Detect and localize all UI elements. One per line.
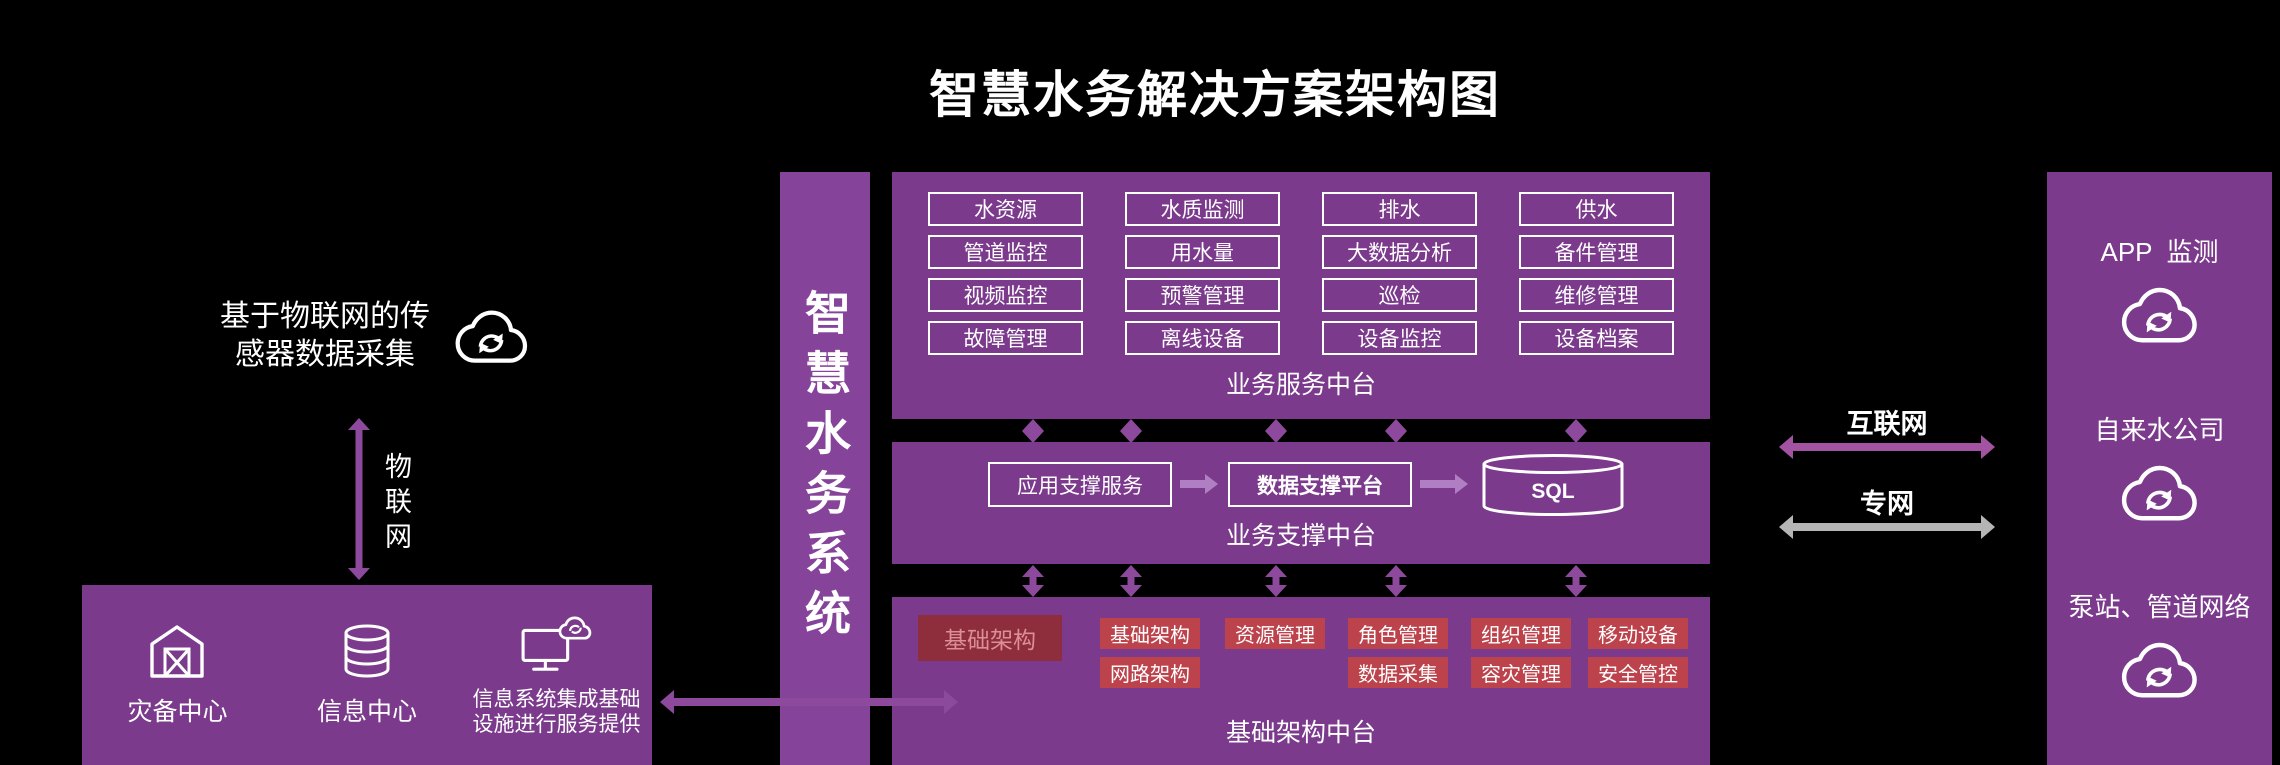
infra-box: 安全管控	[1588, 657, 1688, 688]
iot-network-arrow	[348, 418, 370, 580]
app-monitoring-label: APP 监测	[2100, 236, 2219, 267]
private-network-arrow	[1779, 515, 1995, 539]
business-service-grid: 水资源 水质监测 排水 供水 管道监控 用水量 大数据分析 备件管理 视频监控 …	[928, 192, 1674, 355]
smart-water-system-label: 智慧水务系统	[799, 288, 851, 649]
link-arrow	[1022, 419, 1044, 443]
service-box: 用水量	[1125, 235, 1280, 269]
water-company-label: 自来水公司	[2094, 414, 2225, 445]
infra-box: 容灾管理	[1471, 657, 1571, 688]
cloud-sync-icon	[2114, 638, 2204, 705]
infra-box: 数据采集	[1348, 657, 1448, 688]
iot-sensor-caption-line1: 基于物联网的传	[220, 300, 430, 333]
flow-arrow-right-icon	[1180, 474, 1218, 494]
smart-water-system-bar: 智慧水务系统	[780, 172, 870, 765]
integration-label-line2: 设施进行服务提供	[472, 713, 641, 736]
service-box: 大数据分析	[1322, 235, 1477, 269]
database-icon	[335, 622, 399, 680]
business-service-title: 业务服务中台	[1225, 371, 1376, 399]
service-box: 管道监控	[928, 235, 1083, 269]
iot-sensor-caption-line2: 感器数据采集	[235, 337, 415, 371]
iot-sensor-caption: 基于物联网的传 感器数据采集	[200, 298, 450, 373]
endpoints-panel: APP 监测 自来水公司 泵站、管道网络	[2047, 172, 2272, 765]
business-support-block: 应用支撑服务 数据支撑平台 SQL 业务支撑中台	[892, 442, 1710, 564]
service-box: 排水	[1322, 192, 1477, 226]
service-box: 巡检	[1322, 278, 1477, 312]
integration-services: 信息系统集成基础 设施进行服务提供	[462, 613, 650, 737]
infra-box: 组织管理	[1471, 618, 1571, 649]
integration-label-line1: 信息系统集成基础	[472, 687, 641, 711]
disaster-recovery-label: 灾备中心	[127, 698, 228, 726]
service-box: 水资源	[928, 192, 1083, 226]
service-box: 设备监控	[1322, 321, 1477, 355]
service-box: 离线设备	[1125, 321, 1280, 355]
information-center: 信息中心	[273, 622, 461, 728]
service-box: 供水	[1519, 192, 1674, 226]
information-center-label: 信息中心	[316, 698, 417, 726]
cloud-sync-icon	[2114, 283, 2204, 350]
flow-arrow-right-icon	[1420, 474, 1468, 494]
link-arrow	[1385, 419, 1407, 443]
infrastructure-title: 基础架构中台	[1225, 719, 1376, 747]
service-box: 预警管理	[1125, 278, 1280, 312]
sql-label: SQL	[1531, 480, 1575, 503]
link-arrow	[1565, 419, 1587, 443]
data-platform-box: 数据支撑平台	[1228, 462, 1412, 507]
infrastructure-block: 基础架构 基础架构 资源管理 角色管理 组织管理 移动设备 网路架构 数据采集 …	[892, 597, 1710, 765]
pump-station-network-label: 泵站、管道网络	[2068, 592, 2251, 623]
infra-box: 基础架构	[1100, 618, 1200, 649]
cloud-sync-icon	[2114, 461, 2204, 528]
sql-database: SQL	[1478, 453, 1628, 517]
private-network-label: 专网	[1860, 489, 1914, 519]
disaster-recovery-center: 灾备中心	[83, 622, 271, 728]
business-service-block: 水资源 水质监测 排水 供水 管道监控 用水量 大数据分析 备件管理 视频监控 …	[892, 172, 1710, 419]
link-arrow	[1120, 419, 1142, 443]
link-arrow	[1565, 565, 1587, 597]
iot-network-label: 物联网	[381, 452, 411, 557]
service-box: 备件管理	[1519, 235, 1674, 269]
link-arrow	[1265, 565, 1287, 597]
integration-services-label: 信息系统集成基础 设施进行服务提供	[473, 687, 641, 737]
link-arrow	[1120, 565, 1142, 597]
monitor-cloud-icon	[517, 613, 597, 675]
infra-box: 资源管理	[1225, 618, 1325, 649]
water-company: 自来水公司	[2094, 410, 2225, 528]
datacenter-panel: 灾备中心 信息中心 信息系统集成基础 设施进行服务提供	[82, 585, 652, 765]
service-box: 视频监控	[928, 278, 1083, 312]
app-support-box: 应用支撑服务	[988, 462, 1172, 507]
business-support-title: 业务支撑中台	[1225, 522, 1376, 550]
infrastructure-main-box: 基础架构	[918, 615, 1062, 661]
page-title: 智慧水务解决方案架构图	[929, 67, 1501, 123]
pump-station-network: 泵站、管道网络	[2068, 587, 2251, 705]
internet-label: 互联网	[1846, 409, 1928, 439]
cloud-sync-icon	[448, 306, 534, 370]
service-box: 维修管理	[1519, 278, 1674, 312]
infra-box: 角色管理	[1348, 618, 1448, 649]
link-arrow	[1385, 565, 1407, 597]
datacenter-link-arrow	[660, 690, 958, 714]
internet-arrow	[1779, 435, 1995, 459]
service-box: 故障管理	[928, 321, 1083, 355]
service-box: 水质监测	[1125, 192, 1280, 226]
infra-box: 网路架构	[1100, 657, 1200, 688]
barn-icon	[145, 622, 209, 680]
link-arrow	[1265, 419, 1287, 443]
link-arrow	[1022, 565, 1044, 597]
infra-box: 移动设备	[1588, 618, 1688, 649]
service-box: 设备档案	[1519, 321, 1674, 355]
app-monitoring: APP 监测	[2100, 232, 2219, 350]
